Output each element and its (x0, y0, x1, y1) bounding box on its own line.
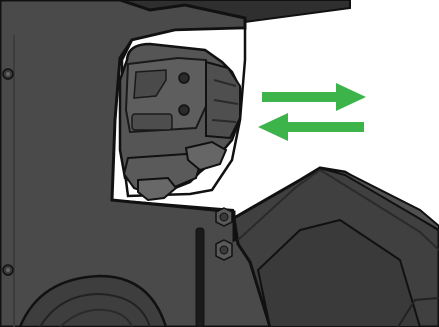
vertical-slot (195, 227, 205, 327)
small-screw-icon (178, 104, 190, 116)
hex-bolt-icon (215, 207, 233, 227)
small-screw-icon (178, 72, 190, 84)
hex-bolt-icon (2, 68, 14, 80)
bottom-circular-feature (18, 274, 168, 327)
arrow-right-icon (262, 83, 366, 111)
arrow-left-icon (258, 113, 364, 141)
hex-bolt-icon (2, 264, 14, 276)
latch-mechanism (118, 42, 242, 202)
hex-bolt-icon (215, 239, 233, 261)
hinged-cover (232, 166, 439, 327)
